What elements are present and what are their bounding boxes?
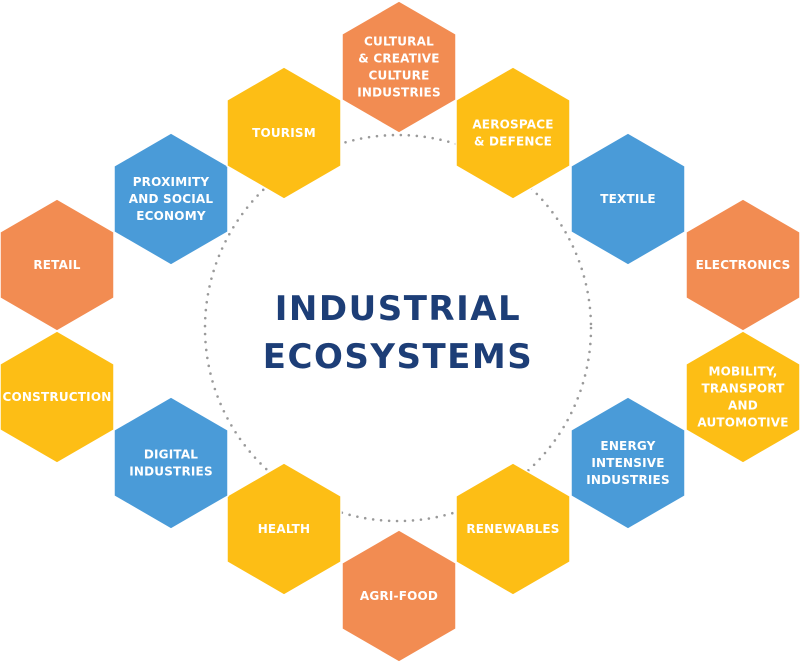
hexagon-shape-cultural: [341, 0, 457, 134]
hexagon-label-tourism: TOURISM: [252, 126, 316, 140]
hexagon-agrifood: AGRI-FOOD: [341, 529, 457, 662]
hexagon-label-cultural: INDUSTRIES: [357, 86, 441, 100]
hexagon-retail: RETAIL: [0, 198, 115, 332]
hexagon-label-proximity: ECONOMY: [136, 209, 206, 223]
hexagon-cultural: CULTURAL & CREATIVE CULTURE INDUSTRIES: [341, 0, 457, 134]
hexagon-label-energy: INDUSTRIES: [586, 473, 670, 487]
hexagon-energy: ENERGY INTENSIVE INDUSTRIES: [570, 396, 686, 530]
hexagon-shape-mobility: [685, 330, 800, 464]
hexagon-aerospace: AEROSPACE & DEFENCE: [455, 66, 571, 200]
hexagon-tourism: TOURISM: [226, 66, 342, 200]
hexagon-mobility: MOBILITY, TRANSPORT AND AUTOMOTIVE: [685, 330, 800, 464]
hexagon-shape-renewables: [455, 462, 571, 596]
hexagon-health: HEALTH: [226, 462, 342, 596]
hexagon-label-retail: RETAIL: [33, 258, 80, 272]
hexagon-shape-tourism: [226, 66, 342, 200]
hexagon-proximity: PROXIMITY AND SOCIAL ECONOMY: [113, 132, 229, 266]
hexagon-construction: CONSTRUCTION: [0, 330, 115, 464]
center-title-line1: INDUSTRIAL: [275, 289, 521, 329]
hexagon-label-aerospace: & DEFENCE: [474, 135, 552, 149]
hexagon-renewables: RENEWABLES: [455, 462, 571, 596]
hexagon-shape-construction: [0, 330, 115, 464]
center-title-line2: ECOSYSTEMS: [263, 337, 533, 377]
hexagon-shape-agrifood: [341, 529, 457, 662]
hexagon-label-cultural: CULTURE: [369, 69, 430, 83]
hexagon-label-cultural: & CREATIVE: [358, 52, 439, 66]
hexagon-label-proximity: AND SOCIAL: [129, 192, 214, 206]
hexagon-label-health: HEALTH: [258, 522, 311, 536]
hexagon-label-mobility: MOBILITY,: [708, 365, 777, 379]
hexagon-shape-energy: [570, 396, 686, 530]
hexagon-label-energy: INTENSIVE: [591, 456, 664, 470]
hexagon-shape-aerospace: [455, 66, 571, 200]
hexagon-label-mobility: AND: [728, 399, 758, 413]
hexagon-digital: DIGITAL INDUSTRIES: [113, 396, 229, 530]
hexagon-label-digital: INDUSTRIES: [129, 465, 213, 479]
hexagon-label-cultural: CULTURAL: [364, 35, 434, 49]
hexagon-shape-digital: [113, 396, 229, 530]
hexagon-label-digital: DIGITAL: [144, 448, 198, 462]
hexagon-label-textile: TEXTILE: [600, 192, 656, 206]
hexagon-label-energy: ENERGY: [600, 439, 655, 453]
hexagon-label-construction: CONSTRUCTION: [3, 390, 112, 404]
dotted-ring: [203, 133, 593, 523]
hexagon-shape-textile: [570, 132, 686, 266]
hexagon-label-renewables: RENEWABLES: [466, 522, 559, 536]
hexagon-label-electronics: ELECTRONICS: [696, 258, 791, 272]
hexagon-electronics: ELECTRONICS: [685, 198, 800, 332]
hexagon-label-mobility: AUTOMOTIVE: [697, 416, 788, 430]
hexagon-label-aerospace: AEROSPACE: [472, 118, 553, 132]
hexagon-label-agrifood: AGRI-FOOD: [360, 589, 438, 603]
hexagon-label-proximity: PROXIMITY: [133, 175, 210, 189]
hexagon-label-mobility: TRANSPORT: [701, 382, 785, 396]
hexagon-textile: TEXTILE: [570, 132, 686, 266]
